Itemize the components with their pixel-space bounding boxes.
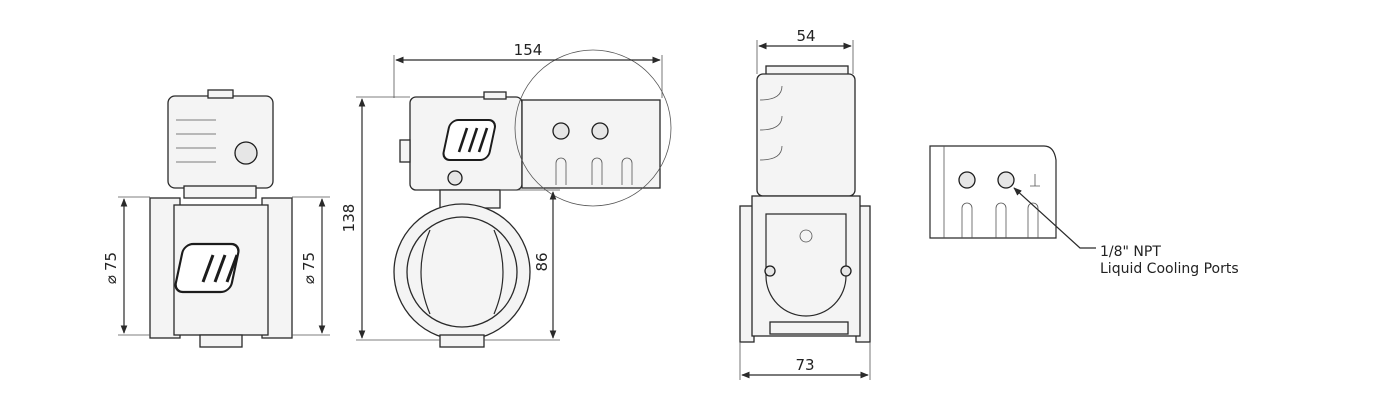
- svg-text:138: 138: [340, 204, 358, 233]
- front-view: ⌀75 ⌀75: [102, 89, 330, 348]
- svg-text:154: 154: [514, 41, 543, 59]
- dim-front-left: ⌀75: [102, 196, 150, 336]
- dim-end-top: 54: [756, 27, 854, 74]
- end-view: 54 73: [739, 27, 871, 380]
- brand-logo-side: [442, 119, 496, 161]
- dim-front-right: ⌀75: [292, 196, 330, 336]
- callout-npt: 1/8" NPT: [1100, 244, 1161, 260]
- dim-side-center: 86: [484, 189, 560, 341]
- svg-text:73: 73: [795, 356, 814, 374]
- side-view: 154 138 86: [340, 41, 672, 348]
- svg-text:54: 54: [796, 27, 815, 45]
- svg-text:⌀75: ⌀75: [300, 252, 318, 284]
- svg-text:86: 86: [533, 252, 551, 271]
- svg-text:⌀75: ⌀75: [102, 252, 120, 284]
- detail-view: 1/8" NPT Liquid Cooling Ports: [929, 145, 1239, 277]
- dim-end-bottom: 73: [739, 342, 871, 380]
- dim-side-height: 138: [340, 96, 440, 341]
- brand-logo-front: [174, 242, 240, 294]
- dim-side-width: 154: [393, 41, 663, 98]
- callout-cooling: Liquid Cooling Ports: [1100, 261, 1239, 277]
